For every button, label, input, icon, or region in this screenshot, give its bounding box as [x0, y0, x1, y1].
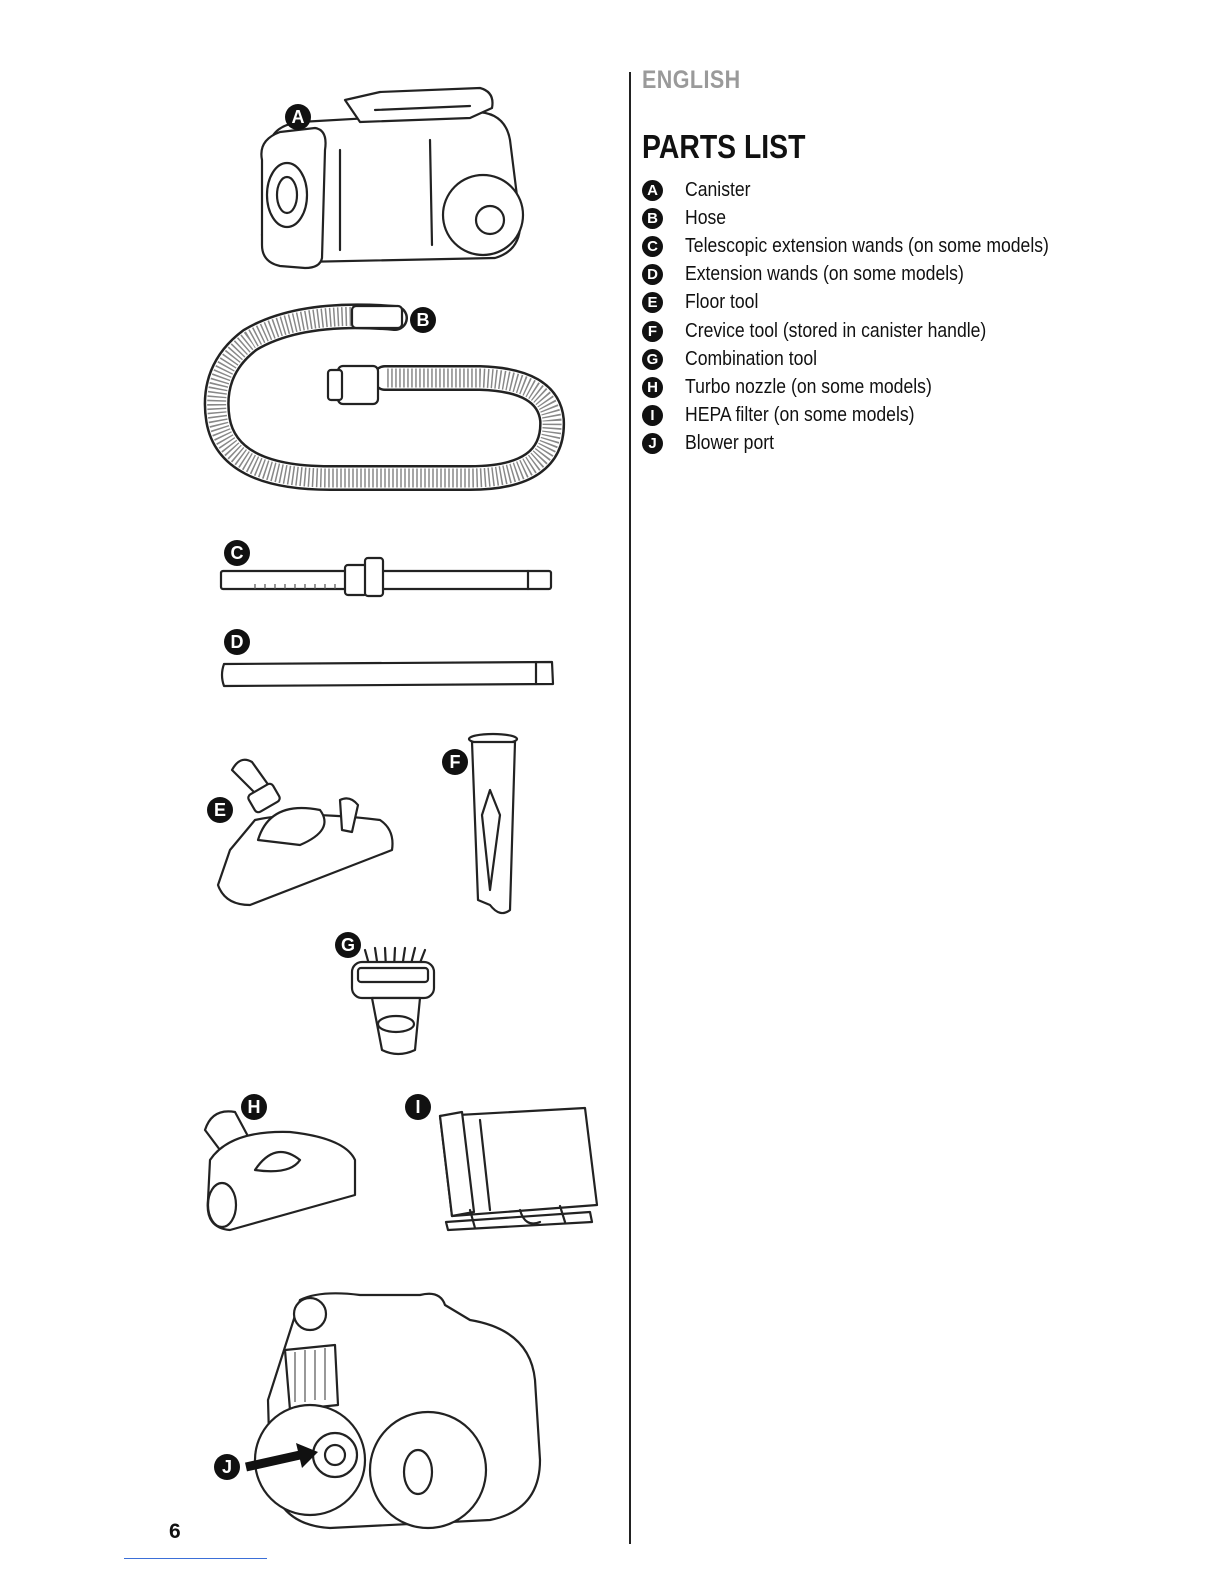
list-item: B Hose [642, 204, 1099, 232]
part-label: Floor tool [685, 291, 758, 314]
figure-label-h: H [241, 1094, 267, 1120]
part-label: Crevice tool (stored in canister handle) [685, 320, 986, 343]
list-item: J Blower port [642, 430, 1099, 458]
list-item: I HEPA filter (on some models) [642, 402, 1099, 430]
extension-wand-illustration [222, 662, 553, 686]
column-divider [629, 72, 631, 1544]
figure-label-g: G [335, 932, 361, 958]
part-letter-badge: H [642, 377, 663, 398]
figure-label-j: J [214, 1454, 240, 1480]
figure-label-f: F [442, 749, 468, 775]
list-item: G Combination tool [642, 345, 1099, 373]
parts-list: A Canister B Hose C Telescopic extension wa… [642, 176, 1099, 458]
crevice-tool-illustration [469, 734, 517, 913]
part-label: Turbo nozzle (on some models) [685, 376, 932, 399]
list-item: D Extension wands (on some models) [642, 261, 1099, 289]
figure-label-b: B [410, 307, 436, 333]
part-label: HEPA filter (on some models) [685, 404, 915, 427]
page-title: PARTS LIST [642, 128, 805, 166]
figure-label-c: C [224, 540, 250, 566]
part-label: Combination tool [685, 348, 817, 371]
list-item: H Turbo nozzle (on some models) [642, 373, 1099, 401]
part-letter-badge: J [642, 433, 663, 454]
figure-label-a: A [285, 104, 311, 130]
figure-label-i: I [405, 1094, 431, 1120]
part-label: Canister [685, 179, 751, 202]
floor-tool-illustration [218, 760, 393, 905]
turbo-nozzle-illustration [205, 1111, 355, 1230]
list-item: A Canister [642, 176, 1099, 204]
language-heading: ENGLISH [642, 66, 741, 95]
part-letter-badge: D [642, 264, 663, 285]
part-label: Blower port [685, 432, 774, 455]
part-letter-badge: E [642, 292, 663, 313]
combination-tool-illustration [352, 948, 434, 1054]
list-item: E Floor tool [642, 289, 1099, 317]
part-letter-badge: A [642, 180, 663, 201]
part-letter-badge: F [642, 321, 663, 342]
list-item: C Telescopic extension wands (on some mod… [642, 232, 1099, 260]
figure-label-e: E [207, 797, 233, 823]
part-letter-badge: C [642, 236, 663, 257]
hose-illustration [217, 306, 552, 478]
blower-port-illustration [246, 1293, 540, 1528]
figure-label-d: D [224, 629, 250, 655]
list-item: F Crevice tool (stored in canister handle… [642, 317, 1099, 345]
telescopic-wand-illustration [221, 558, 551, 596]
hepa-filter-illustration [440, 1108, 597, 1230]
part-letter-badge: G [642, 349, 663, 370]
part-letter-badge: I [642, 405, 663, 426]
page-number: 6 [169, 1520, 181, 1544]
part-letter-badge: B [642, 208, 663, 229]
footer-rule [124, 1558, 267, 1559]
part-label: Extension wands (on some models) [685, 263, 964, 286]
part-label: Telescopic extension wands (on some mode… [685, 235, 1049, 258]
part-label: Hose [685, 207, 726, 230]
